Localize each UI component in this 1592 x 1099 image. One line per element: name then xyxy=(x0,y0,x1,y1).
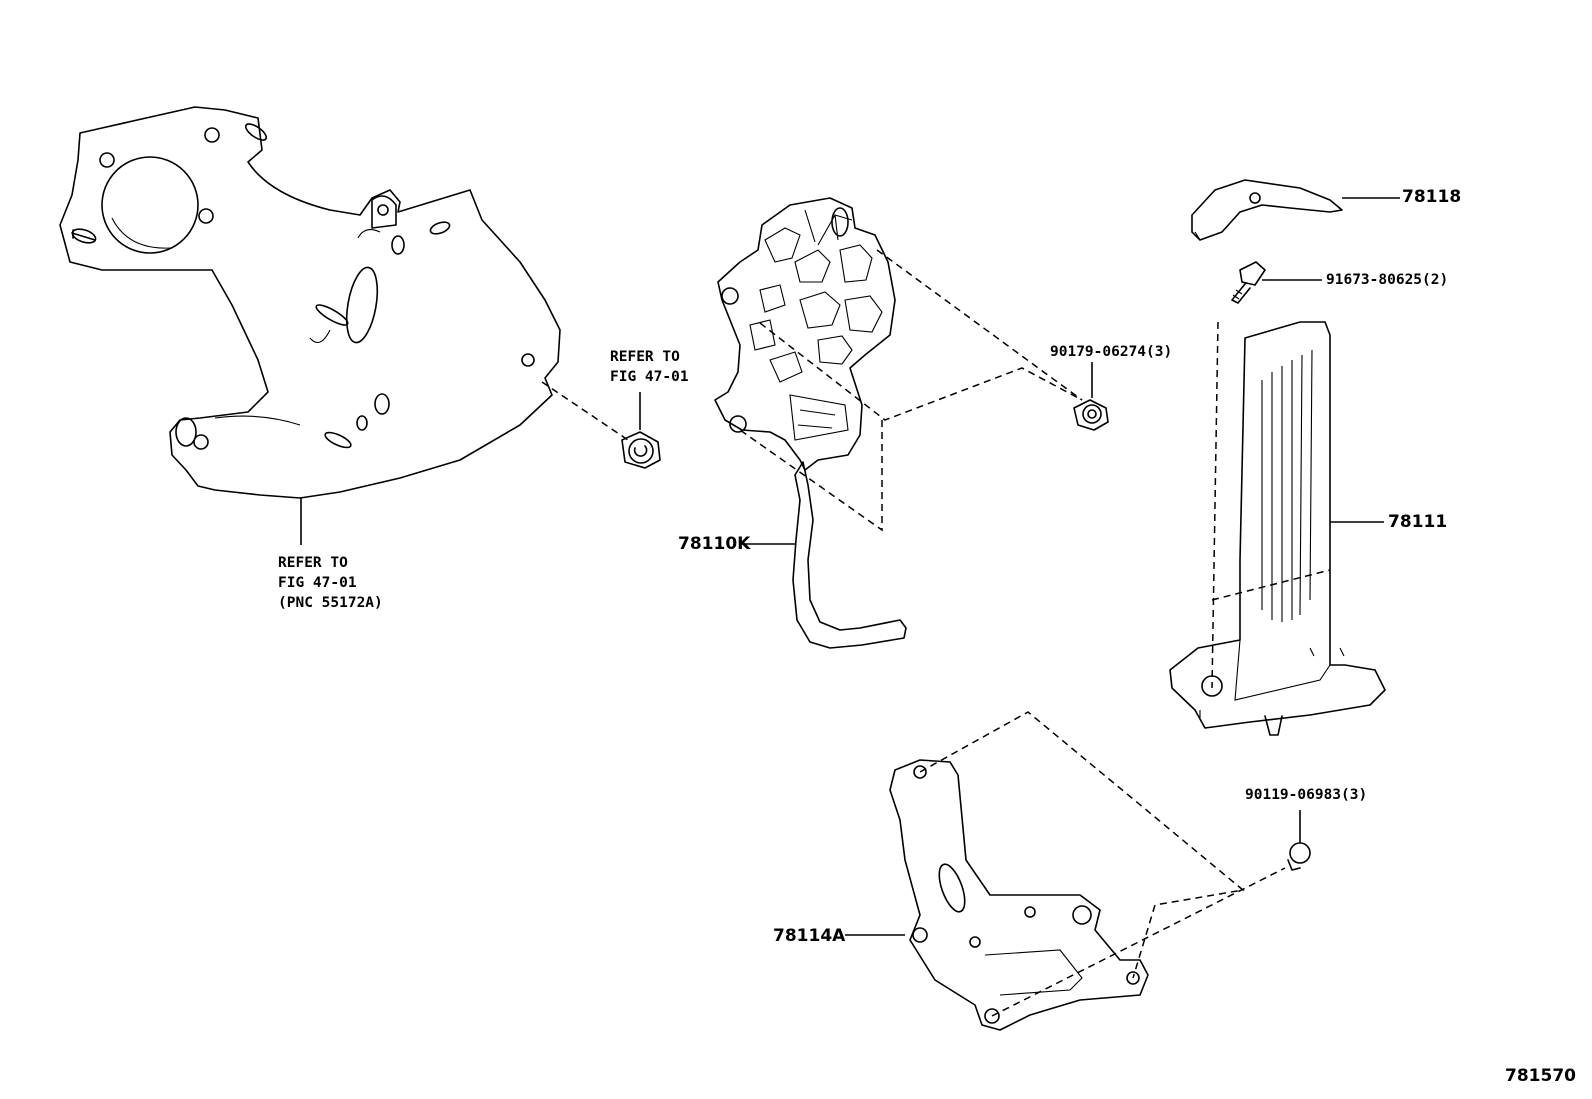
dash-panel-bracket xyxy=(59,106,561,499)
nut-callout[interactable]: 90179-06274(3) xyxy=(1050,344,1173,360)
screw-callout[interactable]: 91673-80625(2) xyxy=(1326,272,1449,288)
pedal-mount-bracket xyxy=(889,759,1149,1031)
ref-nut-guide xyxy=(541,381,629,441)
ref-nut xyxy=(621,431,661,469)
bracket-ref-line-1: REFER TO xyxy=(278,555,348,571)
bracket-ref-label: REFER TO FIG 47-01 (PNC 55172A) xyxy=(278,553,383,613)
pedal-pad xyxy=(1169,321,1386,736)
bolt-callout[interactable]: 90119-06983(3) xyxy=(1245,787,1368,803)
nut-ref-label: REFER TO FIG 47-01 xyxy=(610,347,689,387)
nut-ref-line-2: FIG 47-01 xyxy=(610,369,689,385)
tapping-screw xyxy=(1231,261,1266,304)
pedal-cover xyxy=(1191,179,1343,241)
flange-nut xyxy=(1073,399,1109,431)
nut-ref-line-1: REFER TO xyxy=(610,349,680,365)
bracket-ref-line-3: (PNC 55172A) xyxy=(278,595,383,611)
figure-id: 781570 xyxy=(1505,1066,1576,1086)
cover-callout[interactable]: 78118 xyxy=(1402,187,1462,207)
bracket-guide-1 xyxy=(919,711,1245,979)
accelerator-pedal-assembly xyxy=(714,197,907,649)
bracket-ref-line-2: FIG 47-01 xyxy=(278,575,357,591)
screw-guide xyxy=(1211,321,1219,689)
bracket-callout[interactable]: 78114A xyxy=(773,926,846,946)
hex-bolt xyxy=(1287,842,1311,871)
pad-callout[interactable]: 78111 xyxy=(1388,512,1448,532)
pedal-mount-guide-3 xyxy=(739,420,883,532)
pedal-mount-guide-1 xyxy=(759,322,1083,421)
bracket-guide-2 xyxy=(991,867,1286,1017)
pedal-mount-guide-2 xyxy=(876,249,1083,401)
pedal-assy-callout[interactable]: 78110K xyxy=(678,534,751,554)
